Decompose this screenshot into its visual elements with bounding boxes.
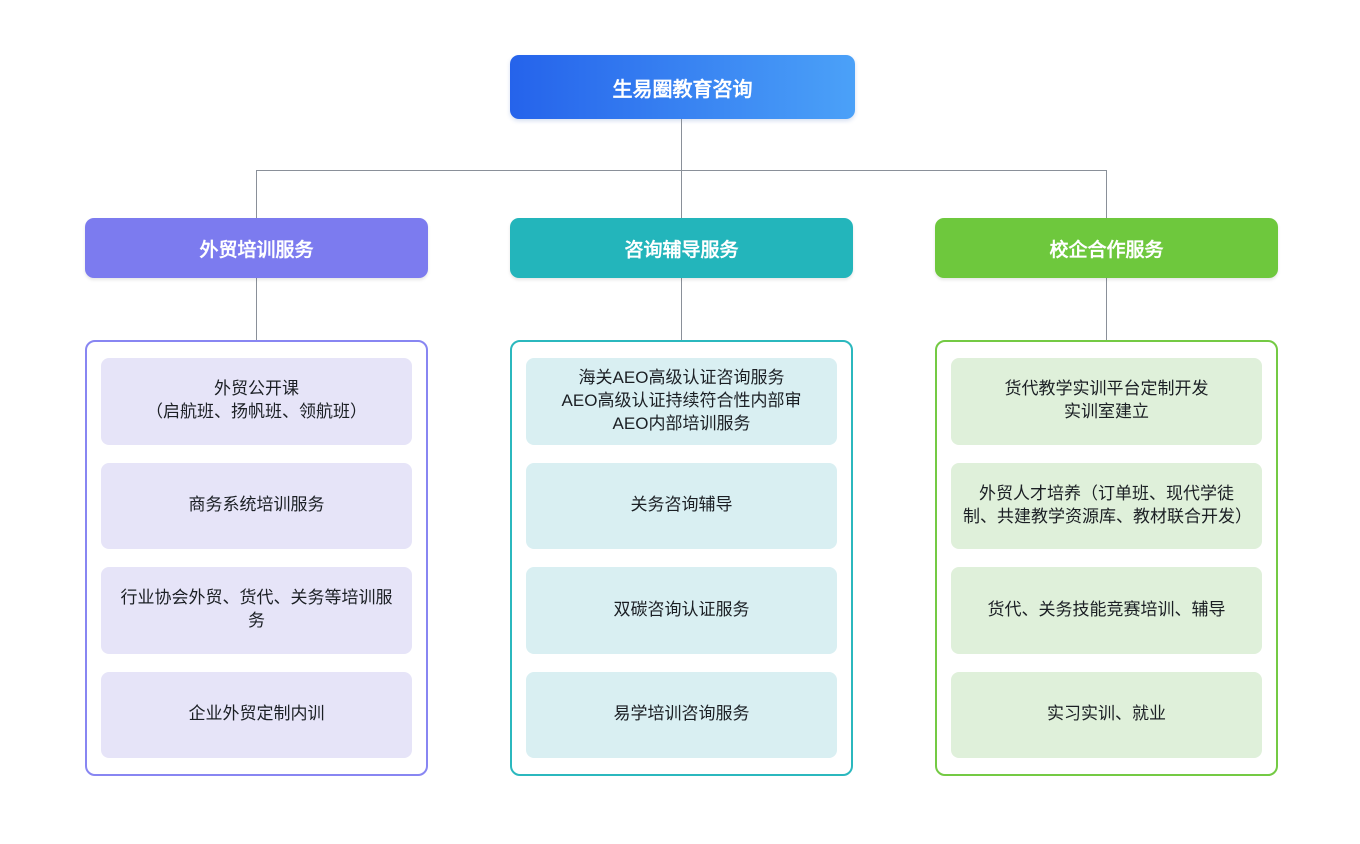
node-aeo-certification: 海关AEO高级认证咨询服务 AEO高级认证持续符合性内部审 AEO内部培训服务 [526,358,837,445]
connector-root-vertical [681,119,682,170]
connector-header-group-middle [681,278,682,340]
branch-header-label: 外贸培训服务 [199,239,314,261]
branch-header-consulting: 咨询辅导服务 [510,218,853,278]
node-association-training: 行业协会外贸、货代、关务等培训服务 [101,567,412,654]
node-customs-consulting: 关务咨询辅导 [526,462,837,549]
node-open-course: 外贸公开课 （启航班、扬帆班、领航班） [101,358,412,445]
connector-header-group-left [256,278,257,340]
root-node: 生易圈教育咨询 [510,55,855,119]
node-custom-enterprise-training: 企业外贸定制内训 [101,671,412,758]
node-internship-employment: 实习实训、就业 [951,671,1262,758]
branch-group-consulting: 海关AEO高级认证咨询服务 AEO高级认证持续符合性内部审 AEO内部培训服务 … [510,340,853,776]
connector-drop-right [1106,170,1107,218]
node-training-platform: 货代教学实训平台定制开发 实训室建立 [951,358,1262,445]
branch-column-consulting: 咨询辅导服务 海关AEO高级认证咨询服务 AEO高级认证持续符合性内部审 AEO… [510,218,853,776]
node-business-system-training: 商务系统培训服务 [101,462,412,549]
branch-group-school-enterprise: 货代教学实训平台定制开发 实训室建立 外贸人才培养（订单班、现代学徒制、共建教学… [935,340,1278,776]
node-yixue-training: 易学培训咨询服务 [526,671,837,758]
connector-drop-middle [681,170,682,218]
connector-header-group-right [1106,278,1107,340]
node-talent-cultivation: 外贸人才培养（订单班、现代学徒制、共建教学资源库、教材联合开发） [951,462,1262,549]
branch-header-trade-training: 外贸培训服务 [85,218,428,278]
branch-column-school-enterprise: 校企合作服务 货代教学实训平台定制开发 实训室建立 外贸人才培养（订单班、现代学… [935,218,1278,776]
connector-drop-left [256,170,257,218]
branch-header-school-enterprise: 校企合作服务 [935,218,1278,278]
node-skill-competition: 货代、关务技能竞赛培训、辅导 [951,567,1262,654]
branch-header-label: 校企合作服务 [1049,239,1164,261]
branch-header-label: 咨询辅导服务 [624,239,739,261]
branch-column-trade-training: 外贸培训服务 外贸公开课 （启航班、扬帆班、领航班） 商务系统培训服务 行业协会… [85,218,428,776]
node-dual-carbon: 双碳咨询认证服务 [526,567,837,654]
root-node-label: 生易圈教育咨询 [612,78,753,101]
branch-group-trade-training: 外贸公开课 （启航班、扬帆班、领航班） 商务系统培训服务 行业协会外贸、货代、关… [85,340,428,776]
